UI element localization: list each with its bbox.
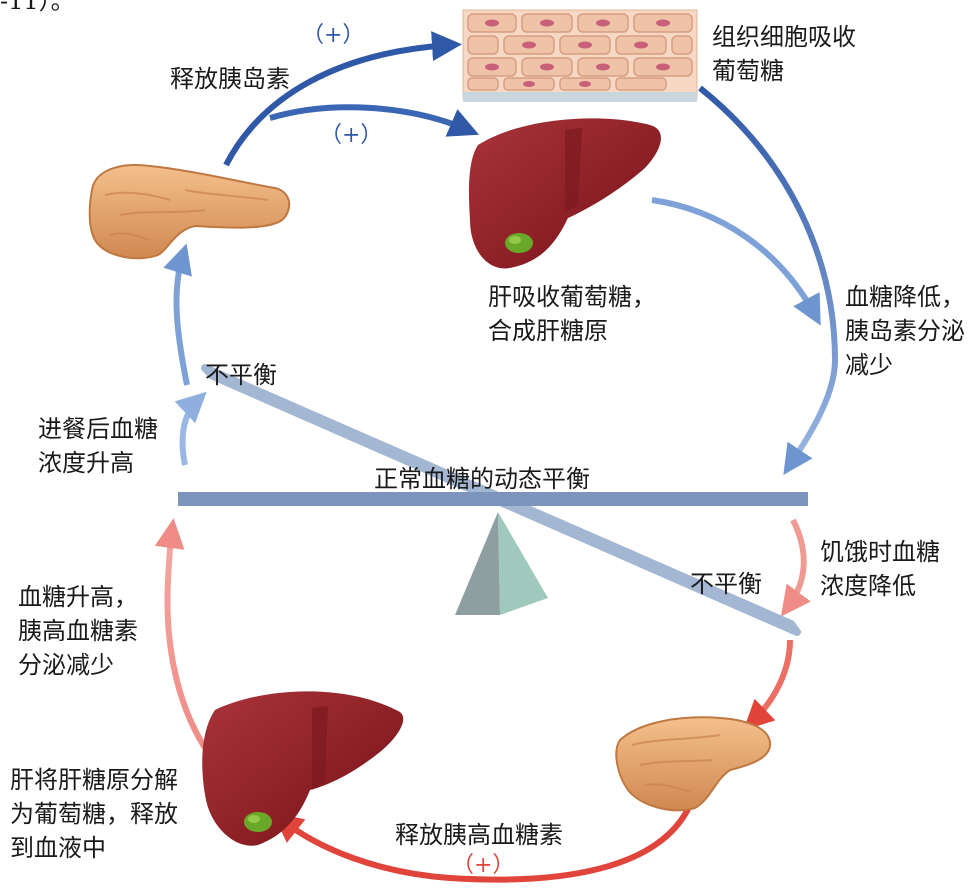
arrow-meal-up [183,400,198,465]
label-balance-title: 正常血糖的动态平衡 [374,462,590,496]
plus-sign-insulin-tissue: （+） [302,22,364,50]
pancreas-bottom-image [616,717,770,810]
label-after-meal: 进餐后血糖 浓度升高 [38,412,158,480]
plus-sign-insulin-liver: （+） [320,122,382,150]
arrow-liver-up [167,530,205,748]
plus-sign-glucagon: （+） [452,852,514,880]
arrow-to-pancreas-bottom [752,640,790,722]
arrow-to-pancreas [176,255,187,385]
label-liver-absorb-glucose: 肝吸收葡萄糖， 合成肝糖原 [488,280,656,348]
fulcrum-left-face [455,512,500,615]
label-hunger-low-glucose: 饥饿时血糖 浓度降低 [820,535,940,603]
liver-bottom-image [202,691,403,845]
arrow-liver-to-right [652,200,815,315]
liver-top-image [469,118,661,268]
label-tissue-absorb-glucose: 组织细胞吸收 葡萄糖 [712,20,856,88]
pancreas-top-image [90,165,290,258]
label-glucose-drop: 血糖降低， 胰岛素分泌 减少 [845,280,965,382]
label-release-insulin: 释放胰岛素 [170,62,290,96]
label-release-glucagon: 释放胰高血糖素 [395,818,563,852]
arrow-tissue-down [700,88,835,465]
arrow-hunger-down [788,520,804,607]
label-imbalance-top: 不平衡 [205,358,277,392]
label-glucose-rise: 血糖升高， 胰高血糖素 分泌减少 [18,580,138,682]
label-liver-release-glucose: 肝将肝糖原分解 为葡萄糖，释放 到血液中 [10,763,178,865]
fulcrum-right-face [498,512,548,615]
tissue-cells-image [463,10,697,102]
label-imbalance-bottom: 不平衡 [690,567,762,601]
